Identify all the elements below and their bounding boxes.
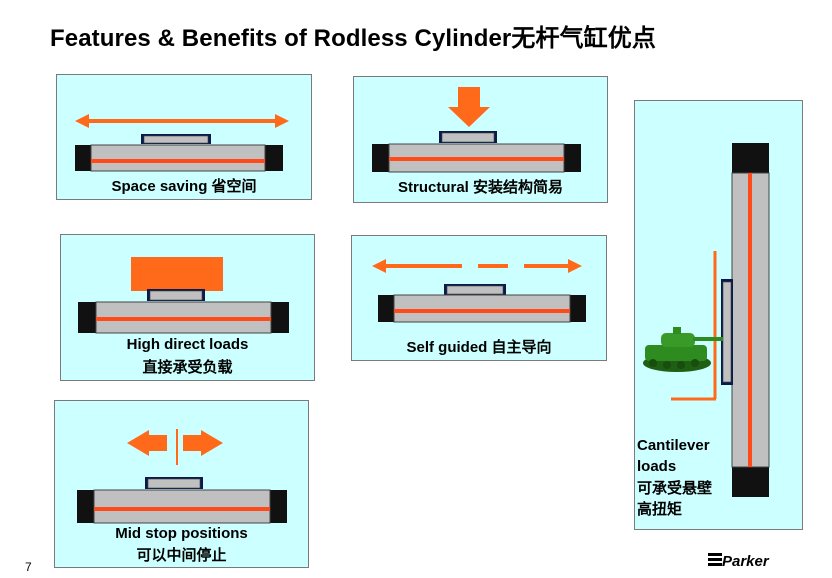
cantilever-line2: loads bbox=[637, 458, 677, 475]
high-direct-caption-en: High direct loads bbox=[126, 336, 249, 353]
cantilever-line1: Cantilever bbox=[637, 437, 710, 454]
panel-self-guided: Self guided 自主导向 bbox=[351, 235, 607, 361]
mid-stop-diagram bbox=[77, 429, 287, 524]
high-direct-diagram bbox=[78, 257, 289, 334]
parker-logo: Parker bbox=[708, 553, 770, 570]
cantilever-line4: 高扭矩 bbox=[637, 501, 683, 518]
panel-structural: Structural 安装结构简易 bbox=[353, 76, 608, 203]
cantilever-line3: 可承受悬壁 bbox=[637, 480, 713, 497]
logo-text: Parker bbox=[722, 553, 770, 570]
tank-icon bbox=[643, 327, 723, 372]
mid-stop-caption-en: Mid stop positions bbox=[115, 525, 248, 542]
page-number: 7 bbox=[25, 560, 32, 574]
space-saving-caption: Space saving 省空间 bbox=[111, 178, 257, 195]
mid-stop-caption-zh: 可以中间停止 bbox=[136, 547, 227, 564]
structural-diagram bbox=[372, 87, 581, 173]
cantilever-diagram bbox=[643, 143, 770, 497]
self-guided-diagram bbox=[372, 259, 586, 323]
panel-cantilever: Cantilever loads 可承受悬壁 高扭矩 bbox=[634, 100, 803, 530]
high-direct-caption-zh: 直接承受负载 bbox=[142, 359, 233, 376]
structural-caption: Structural 安装结构简易 bbox=[397, 179, 563, 196]
self-guided-caption: Self guided 自主导向 bbox=[406, 339, 552, 356]
panel-high-direct: High direct loads 直接承受负载 bbox=[60, 234, 315, 381]
panel-mid-stop: Mid stop positions 可以中间停止 bbox=[54, 400, 309, 568]
page-title: Features & Benefits of Rodless Cylinder无… bbox=[50, 25, 656, 52]
panel-space-saving: Space saving 省空间 bbox=[56, 74, 312, 200]
space-saving-diagram bbox=[75, 114, 289, 172]
